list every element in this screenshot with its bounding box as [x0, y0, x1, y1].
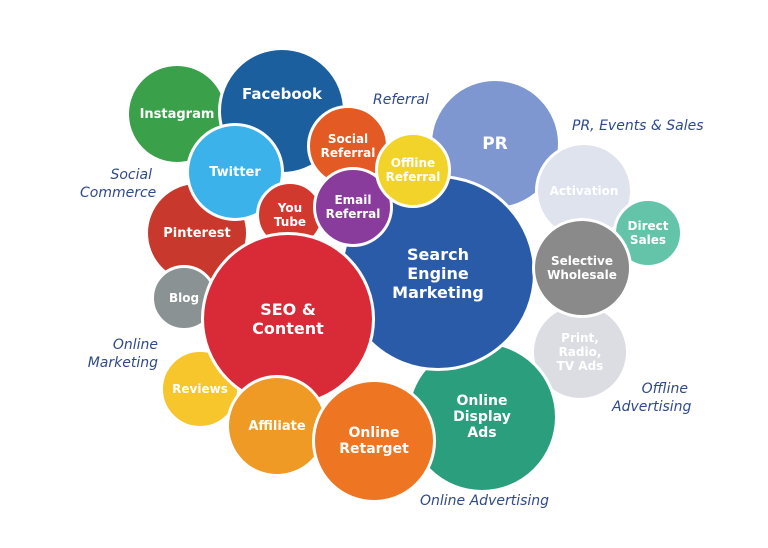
bubble-label: Twitter — [209, 164, 261, 180]
bubble-selective-wholesale: Selective Wholesale — [532, 218, 632, 318]
bubble-label: You Tube — [273, 201, 307, 229]
bubble-label: Facebook — [242, 85, 322, 103]
category-label-online-advertising: Online Advertising — [420, 493, 550, 509]
bubble-label: Social Referral — [320, 132, 376, 160]
bubble-offline-referral: Offline Referral — [375, 132, 451, 208]
bubble-online-retarget: Online Retarget — [312, 379, 436, 503]
bubble-label: Selective Wholesale — [547, 254, 617, 282]
bubble-label: Email Referral — [325, 193, 381, 221]
category-label-referral: Referral — [373, 92, 429, 108]
category-label-offline-advertising: Offline Advertising — [612, 381, 692, 415]
bubble-label: Pinterest — [163, 225, 231, 241]
category-label-social-commerce: Social Commerce — [80, 167, 157, 201]
category-label-pr-events-sales: PR, Events & Sales — [572, 118, 704, 134]
bubble-label: SEO & Content — [252, 300, 324, 338]
bubble-label: Online Display Ads — [453, 393, 511, 441]
bubble-label: PR — [482, 134, 508, 154]
bubble-label: Search Engine Marketing — [392, 244, 484, 302]
bubble-label: Instagram — [139, 106, 215, 122]
bubble-label: Online Retarget — [339, 425, 409, 457]
bubble-affiliate: Affiliate — [226, 375, 328, 477]
bubble-label: Affiliate — [248, 418, 306, 434]
bubble-label: Reviews — [172, 382, 228, 396]
bubble-label: Direct Sales — [627, 219, 669, 247]
bubble-label: Print, Radio, TV Ads — [556, 331, 604, 373]
bubble-label: Offline Referral — [385, 156, 441, 184]
category-label-online-marketing: Online Marketing — [87, 337, 158, 371]
bubble-label: Blog — [168, 291, 200, 305]
bubble-label: Activation — [549, 184, 619, 198]
